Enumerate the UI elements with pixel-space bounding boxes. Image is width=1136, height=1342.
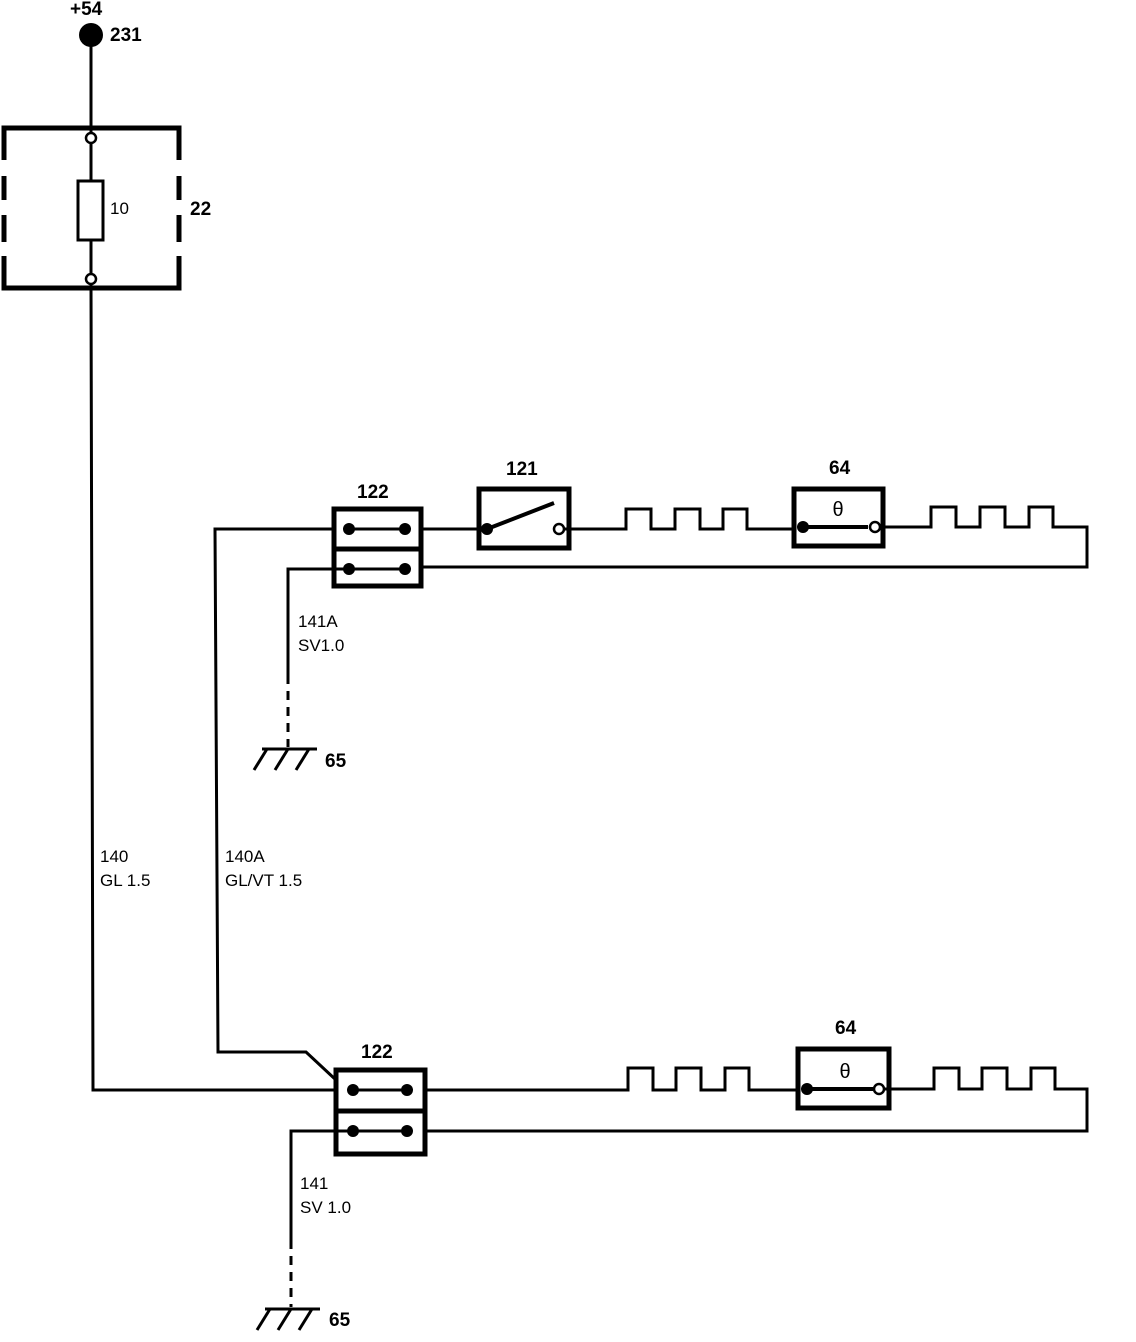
- upper-ground-label: 65: [325, 751, 347, 772]
- wire-140-id: 140: [100, 847, 128, 866]
- ground-hatch: [297, 1308, 314, 1331]
- lower-thermostat-label: 64: [835, 1018, 857, 1039]
- lower-connector-label: 122: [361, 1042, 393, 1063]
- supply-terminal-label: +54: [70, 0, 103, 20]
- fuse-terminal-bottom: [84, 272, 98, 286]
- upper-connector-122: [331, 506, 424, 589]
- lower-connector-pin: [401, 1084, 413, 1096]
- upper-thermostat-body: [791, 486, 886, 549]
- wire-140-spec: GL 1.5: [100, 871, 150, 890]
- switch-blade-icon: [486, 501, 555, 531]
- lower-connector-122: [333, 1067, 428, 1157]
- switch-121: [476, 486, 572, 551]
- wire-141a-spec: SV1.0: [298, 636, 344, 655]
- ground-hatch: [252, 748, 269, 771]
- fuse-rating-label: 10: [110, 199, 129, 218]
- lower-thermostat-64: θ: [795, 1046, 892, 1111]
- fuse-box-label: 22: [190, 199, 211, 220]
- ground-hatch: [294, 748, 311, 771]
- upper-thermostat-pin: [797, 521, 809, 533]
- upper-connector-pin: [343, 523, 355, 535]
- lower-heater-element-1: [425, 1066, 798, 1092]
- upper-connector-label: 122: [357, 482, 389, 503]
- fuse-box-top-edge: [1, 125, 182, 160]
- wire-141a-id: 141A: [298, 612, 338, 631]
- upper-thermostat-64: θ: [791, 486, 886, 549]
- lower-connector-pin: [401, 1125, 413, 1137]
- switch-contact: [552, 522, 566, 536]
- wire-141-spec: SV 1.0: [300, 1198, 351, 1217]
- lower-connector-pin: [347, 1084, 359, 1096]
- wire-140a: [213, 527, 338, 1082]
- lower-thermostat-body: [795, 1046, 892, 1111]
- lower-heater-element-2: [425, 1066, 1089, 1133]
- supply-node-dot: [79, 23, 103, 47]
- thermostat-theta-icon: θ: [839, 1061, 850, 1083]
- supply-node-label: 231: [110, 25, 142, 46]
- lower-ground-label: 65: [329, 1310, 351, 1331]
- wire-140: [89, 283, 336, 1092]
- upper-connector-pin: [399, 523, 411, 535]
- upper-thermostat-pin-open: [868, 520, 882, 534]
- wire-141: [289, 1129, 353, 1240]
- fuse-terminal-top: [84, 131, 98, 145]
- ground-icon: [252, 747, 317, 771]
- upper-thermostat-label: 64: [829, 458, 851, 479]
- switch-body: [476, 486, 572, 551]
- upper-heater-element-2: [421, 505, 1089, 569]
- wire-141-id: 141: [300, 1174, 328, 1193]
- lower-thermostat-pin-open: [872, 1082, 886, 1096]
- ground-hatch: [273, 748, 290, 771]
- wire-141a: [286, 567, 349, 675]
- ground-hatch: [276, 1308, 293, 1331]
- upper-switch-label: 121: [506, 459, 538, 480]
- upper-heater-element-1: [564, 507, 794, 531]
- lower-thermostat-pin: [801, 1083, 813, 1095]
- upper-connector-pin: [399, 563, 411, 575]
- wire-140a-id: 140A: [225, 847, 265, 866]
- fuse-icon: [76, 179, 105, 242]
- ground-hatch: [255, 1308, 272, 1331]
- ground-icon: [255, 1307, 320, 1331]
- wire-140a-spec: GL/VT 1.5: [225, 871, 302, 890]
- thermostat-theta-icon: θ: [832, 499, 843, 521]
